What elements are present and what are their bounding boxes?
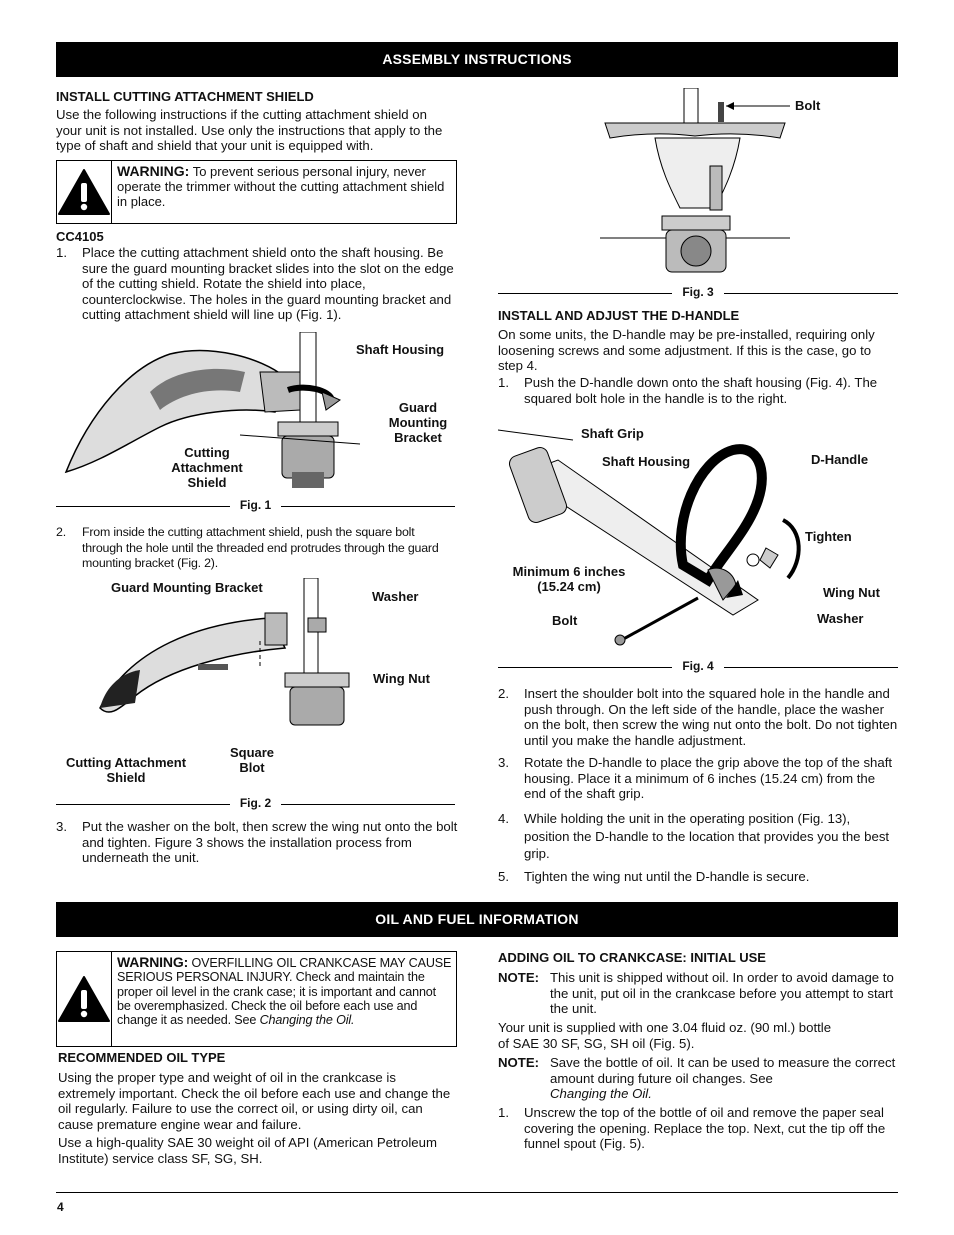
step-number: 2. bbox=[498, 686, 509, 701]
fig1-label-shaft-housing: Shaft Housing bbox=[356, 342, 445, 357]
fig1-illustration bbox=[64, 332, 361, 488]
note-1: NOTE: This unit is shipped without oil. … bbox=[498, 970, 898, 1017]
model-number: CC4105 bbox=[56, 229, 104, 244]
dhandle-step-2: 2. Insert the shoulder bolt into the squa… bbox=[498, 686, 898, 748]
oil-section-header: OIL AND FUEL INFORMATION bbox=[56, 902, 898, 937]
label-line: Shield bbox=[106, 770, 146, 785]
fig4-caption: Fig. 4 bbox=[498, 659, 898, 674]
step-text: Tighten the wing nut until the D-handle … bbox=[524, 869, 810, 884]
dhandle-step-3: 3. Rotate the D-handle to place the grip … bbox=[498, 755, 898, 802]
step-number: 1. bbox=[498, 375, 509, 390]
warning-icon bbox=[57, 952, 112, 1046]
fig4-label-wing-nut: Wing Nut bbox=[823, 585, 880, 600]
dhandle-step-5: 5. Tighten the wing nut until the D-handl… bbox=[498, 869, 898, 885]
fig2-illustration bbox=[99, 578, 350, 726]
warning-lead: OVERFILLING OIL CRANKCASE bbox=[191, 956, 377, 970]
fig4-illustration bbox=[498, 429, 801, 646]
fig1-label-shield: Cutting Attachment Shield bbox=[163, 445, 251, 490]
fig3-label-bolt: Bolt bbox=[795, 98, 821, 113]
assembly-section-header: ASSEMBLY INSTRUCTIONS bbox=[56, 42, 898, 77]
step-text: Put the washer on the bolt, then screw t… bbox=[82, 819, 458, 865]
label-line: Blot bbox=[239, 760, 265, 775]
step-text: Rotate the D-handle to place the grip ab… bbox=[524, 755, 893, 801]
warning-text: To prevent serious personal injury, neve… bbox=[117, 164, 445, 209]
fig2-label-wing-nut: Wing Nut bbox=[373, 671, 430, 686]
note-2: NOTE: Save the bottle of oil. It can be … bbox=[498, 1055, 898, 1102]
shield-step-3: 3. Put the washer on the bolt, then screw… bbox=[56, 819, 458, 866]
note-label: NOTE: bbox=[498, 1055, 540, 1070]
note-text: This unit is shipped without oil. In ord… bbox=[550, 970, 894, 1016]
oil-supplied-text: Your unit is supplied with one 3.04 flui… bbox=[498, 1020, 832, 1051]
footer-rule bbox=[56, 1192, 898, 1193]
caption-text: Fig. 4 bbox=[682, 659, 714, 674]
warning-label: WARNING: bbox=[117, 163, 190, 179]
fig4-label-shaft-housing: Shaft Housing bbox=[602, 454, 691, 469]
dhandle-heading: INSTALL AND ADJUST THE D-HANDLE bbox=[498, 308, 740, 323]
rec-oil-p2: Use a high-quality SAE 30 weight oil of … bbox=[58, 1135, 437, 1166]
fig3-caption: Fig. 3 bbox=[498, 285, 898, 300]
caption-text: Fig. 1 bbox=[239, 498, 272, 513]
fig4-label-d-handle: D-Handle bbox=[811, 452, 869, 467]
step-text: Place the cutting attachment shield onto… bbox=[82, 245, 454, 322]
shield-intro: Use the following instructions if the cu… bbox=[56, 107, 443, 153]
label-line: Cutting Attachment bbox=[65, 755, 187, 770]
warning-text: MAY CAUSE SERIOUS PERSONAL INJURY. Check… bbox=[117, 956, 452, 1028]
step-number: 3. bbox=[56, 819, 67, 834]
shield-heading: INSTALL CUTTING ATTACHMENT SHIELD bbox=[56, 89, 314, 104]
add-oil-step-1: 1. Unscrew the top of the bottle of oil a… bbox=[498, 1105, 898, 1152]
note-label: NOTE: bbox=[498, 970, 540, 985]
fig3-illustration bbox=[600, 88, 790, 273]
fig2-label-shield: Cutting Attachment Shield bbox=[56, 755, 196, 785]
warning-label: WARNING: bbox=[117, 954, 189, 970]
shield-warning-box: WARNING: To prevent serious personal inj… bbox=[56, 160, 457, 224]
shield-step-2: 2. From inside the cutting attachment shi… bbox=[56, 525, 458, 572]
label-line: (15.24 cm) bbox=[537, 579, 601, 594]
label-line: Cutting bbox=[184, 445, 230, 460]
dhandle-intro: On some units, the D-handle may be pre-i… bbox=[498, 327, 875, 373]
fig4-label-bolt: Bolt bbox=[552, 613, 578, 628]
step-text: Insert the shoulder bolt into the square… bbox=[524, 686, 898, 748]
warning-icon bbox=[57, 161, 112, 223]
label-line: Mounting bbox=[388, 415, 448, 430]
rec-oil-p1: Using the proper type and weight of oil … bbox=[58, 1070, 451, 1132]
step-number: 5. bbox=[498, 869, 509, 884]
page-number: 4 bbox=[57, 1200, 64, 1214]
step-number: 1. bbox=[498, 1105, 509, 1120]
dhandle-step-1: 1. Push the D-handle down onto the shaft … bbox=[498, 375, 898, 406]
fig4-label-washer: Washer bbox=[817, 611, 864, 626]
fig1-label-bracket: Guard Mounting Bracket bbox=[382, 400, 454, 445]
step-number: 2. bbox=[56, 525, 66, 539]
fig4-label-shaft-grip: Shaft Grip bbox=[581, 426, 644, 441]
shield-step-1: 1. Place the cutting attachment shield on… bbox=[56, 245, 458, 323]
label-line: Shield bbox=[187, 475, 227, 490]
step-number: 1. bbox=[56, 245, 67, 260]
caption-text: Fig. 2 bbox=[239, 796, 272, 811]
note-ref: Changing the Oil. bbox=[550, 1086, 652, 1101]
label-line: Square bbox=[229, 745, 275, 760]
step-text: From inside the cutting attachment shiel… bbox=[82, 525, 439, 570]
fig4-label-tighten: Tighten bbox=[805, 529, 852, 544]
label-line: Attachment bbox=[171, 460, 243, 475]
step-text: Unscrew the top of the bottle of oil and… bbox=[524, 1105, 886, 1151]
dhandle-step-4: 4. While holding the unit in the operatin… bbox=[498, 810, 898, 863]
fig4-label-minimum: Minimum 6 inches (15.24 cm) bbox=[506, 564, 632, 594]
rec-oil-heading: RECOMMENDED OIL TYPE bbox=[58, 1050, 226, 1065]
step-number: 4. bbox=[498, 811, 509, 826]
oil-warning-box: WARNING: OVERFILLING OIL CRANKCASE MAY C… bbox=[56, 951, 457, 1047]
label-line: Guard bbox=[398, 400, 438, 415]
label-line: Bracket bbox=[394, 430, 442, 445]
step-number: 3. bbox=[498, 755, 509, 770]
fig2-caption: Fig. 2 bbox=[56, 796, 455, 811]
fig2-label-square-bolt: Square Blot bbox=[222, 745, 282, 775]
step-text: Push the D-handle down onto the shaft ho… bbox=[524, 375, 878, 406]
note-text: Save the bottle of oil. It can be used t… bbox=[550, 1055, 896, 1086]
warning-ref: Changing the Oil. bbox=[259, 1013, 355, 1028]
add-oil-heading: ADDING OIL TO CRANKCASE: INITIAL USE bbox=[498, 950, 766, 965]
fig2-label-bracket: Guard Mounting Bracket bbox=[111, 580, 263, 595]
fig1-caption: Fig. 1 bbox=[56, 498, 455, 513]
label-line: Minimum 6 inches bbox=[512, 564, 626, 579]
step-text: While holding the unit in the operating … bbox=[524, 811, 890, 861]
caption-text: Fig. 3 bbox=[682, 285, 714, 300]
fig2-label-washer: Washer bbox=[372, 589, 419, 604]
